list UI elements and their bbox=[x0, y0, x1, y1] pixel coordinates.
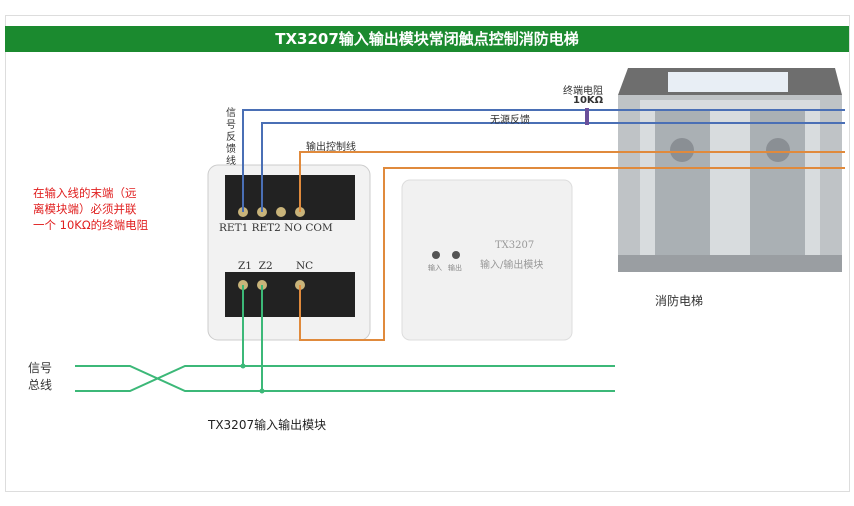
bus-label-line: 信号 bbox=[28, 361, 53, 375]
bus-label-line: 总线 bbox=[28, 378, 53, 392]
signal-bus bbox=[75, 285, 615, 392]
signal-feedback-label: 信号反馈线 bbox=[226, 108, 236, 167]
elevator-image bbox=[618, 68, 842, 272]
module-model: TX3207 bbox=[495, 240, 535, 251]
resistor-icon bbox=[585, 108, 589, 125]
page-title: TX3207输入输出模块常闭触点控制消防电梯 bbox=[5, 26, 849, 52]
passive-feedback-label: 无源反馈 bbox=[490, 115, 530, 126]
bus-label: 信号 总线 bbox=[28, 360, 52, 394]
module-caption: TX3207输入输出模块 bbox=[208, 418, 327, 432]
led-out-label: 输出 bbox=[448, 264, 462, 272]
note-line: 离模块端）必须并联 bbox=[33, 202, 137, 216]
resistor-title: 终端电阻 bbox=[563, 86, 603, 97]
ret1-wire bbox=[242, 109, 845, 212]
note-line: 一个 10KΩ的终端电阻 bbox=[33, 218, 149, 232]
com-wire bbox=[299, 151, 845, 212]
output-control-label: 输出控制线 bbox=[306, 142, 356, 153]
resistor-value: 10KΩ bbox=[573, 95, 604, 106]
ret2-wire bbox=[261, 122, 845, 212]
module-name: 输入/输出模块 bbox=[480, 260, 544, 271]
nc-wire bbox=[299, 167, 845, 341]
bottom-terminal-labels: Z1 Z2 NC bbox=[238, 260, 314, 272]
top-terminal-labels: RET1 RET2 NO COM bbox=[219, 222, 333, 234]
led-in-label: 输入 bbox=[428, 264, 442, 272]
terminal-resistor-note: 在输入线的末端（远 离模块端）必须并联 一个 10KΩ的终端电阻 bbox=[33, 185, 148, 233]
elevator-label: 消防电梯 bbox=[655, 294, 704, 308]
terminal-base bbox=[207, 164, 371, 341]
note-line: 在输入线的末端（远 bbox=[33, 186, 137, 200]
io-module bbox=[401, 179, 573, 341]
